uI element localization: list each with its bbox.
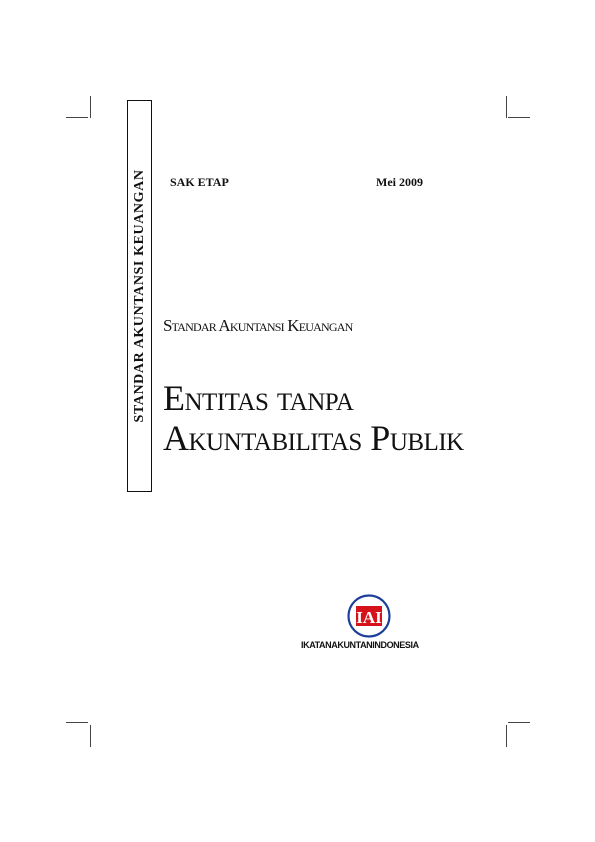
page-title: Entitas tanpa Akuntabilitas Publik (163, 378, 464, 458)
publisher-name: IKATANAKUNTANINDONESIA (301, 640, 419, 650)
spine-box: STANDAR AKUNTANSI KEUANGAN (127, 100, 152, 492)
crop-mark (66, 722, 88, 723)
logo-letters: IAI (356, 608, 382, 627)
spine-label: STANDAR AKUNTANSI KEUANGAN (131, 169, 147, 423)
subtitle: Standar Akuntansi Keuangan (163, 316, 353, 335)
crop-mark (506, 96, 507, 118)
crop-mark (66, 117, 88, 118)
crop-mark (90, 96, 91, 118)
title-line-2: Akuntabilitas Publik (163, 418, 464, 458)
document-code: SAK ETAP (170, 175, 229, 189)
iai-logo: IAI (347, 594, 391, 638)
crop-mark (90, 725, 91, 747)
crop-mark (508, 722, 530, 723)
crop-mark (508, 117, 530, 118)
document-date: Mei 2009 (376, 175, 423, 189)
crop-mark (506, 725, 507, 747)
title-line-1: Entitas tanpa (163, 378, 354, 418)
